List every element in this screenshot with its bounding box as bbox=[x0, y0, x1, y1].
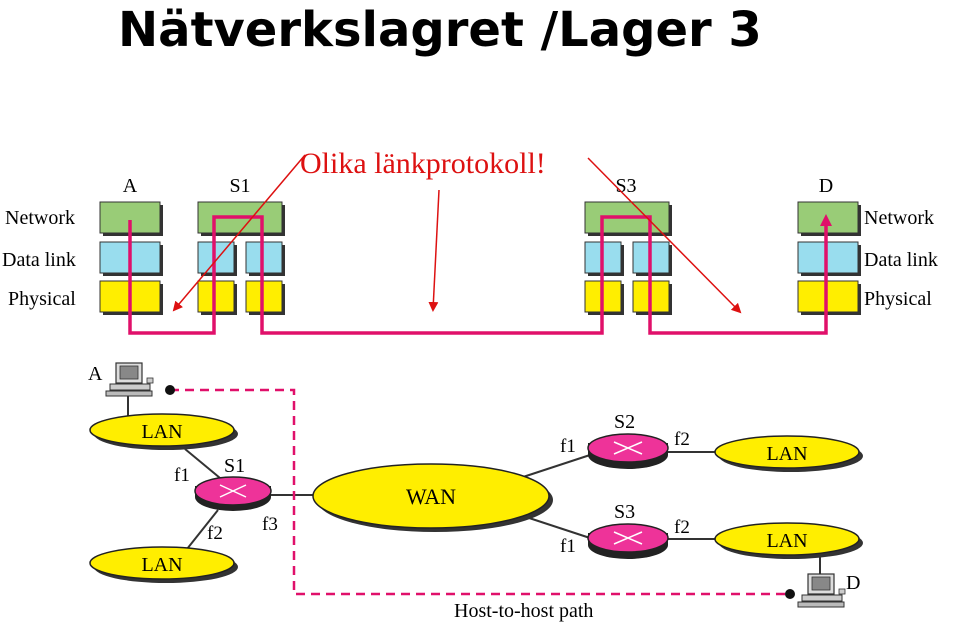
stack-d bbox=[797, 201, 861, 315]
lan-label: LAN bbox=[766, 530, 807, 552]
page-title: Nätverkslagret /Lager 3 bbox=[118, 2, 762, 58]
layer-label-datalink-left: Data link bbox=[2, 249, 76, 271]
router-label-s2: S2 bbox=[614, 411, 635, 433]
path-endpoint-d bbox=[785, 589, 795, 599]
port-label: f3 bbox=[262, 514, 278, 535]
datalink-layer-box bbox=[245, 241, 283, 274]
layer-label-physical-left: Physical bbox=[8, 288, 76, 310]
router-x-icon bbox=[613, 531, 643, 545]
stack-s3 bbox=[584, 201, 672, 315]
stack-label-d: D bbox=[819, 175, 833, 197]
router-x-icon bbox=[613, 441, 643, 455]
router-s3 bbox=[587, 523, 669, 559]
host-label-a: A bbox=[88, 363, 103, 385]
lan-bottom-left: LAN bbox=[89, 546, 238, 583]
computer-a-icon bbox=[105, 362, 154, 397]
lan-bottom-right: LAN bbox=[714, 522, 863, 559]
lan-top-right: LAN bbox=[714, 435, 863, 472]
network-layer-box bbox=[797, 201, 859, 234]
layer-label-network-left: Network bbox=[5, 207, 75, 229]
port-label: f1 bbox=[560, 536, 576, 557]
router-s1 bbox=[194, 476, 272, 511]
stack-s1 bbox=[197, 201, 285, 315]
wan-label: WAN bbox=[406, 484, 456, 509]
physical-layer-box bbox=[797, 280, 859, 313]
router-s2 bbox=[587, 433, 669, 469]
host-label-d: D bbox=[846, 572, 860, 594]
port-label: f2 bbox=[674, 429, 690, 450]
port-label: f2 bbox=[207, 523, 223, 544]
datalink-layer-box bbox=[197, 241, 235, 274]
stack-label-s3: S3 bbox=[615, 175, 636, 197]
layer-label-network-right: Network bbox=[864, 207, 934, 229]
router-label-s1: S1 bbox=[224, 455, 245, 477]
layer-label-datalink-right: Data link bbox=[864, 249, 938, 271]
annotation-arrow-middle bbox=[428, 189, 440, 312]
stack-a bbox=[99, 201, 163, 315]
port-label: f1 bbox=[174, 465, 190, 486]
host-to-host-path bbox=[170, 388, 790, 596]
annotation-arrow-left bbox=[172, 154, 306, 312]
lan-top-left: LAN bbox=[89, 413, 238, 450]
annotation-arrow-right bbox=[587, 157, 742, 314]
stack-data-path bbox=[128, 214, 832, 335]
wan-cloud: WAN bbox=[312, 463, 553, 532]
lan-label: LAN bbox=[766, 443, 807, 465]
stack-label-a: A bbox=[123, 175, 138, 197]
datalink-layer-box bbox=[797, 241, 859, 274]
lan-label: LAN bbox=[141, 554, 182, 576]
physical-layer-box bbox=[245, 280, 283, 313]
path-endpoint-a bbox=[165, 385, 175, 395]
stack-label-s1: S1 bbox=[229, 175, 250, 197]
router-label-s3: S3 bbox=[614, 501, 635, 523]
physical-layer-box bbox=[197, 280, 235, 313]
port-label: f2 bbox=[674, 517, 690, 538]
lan-label: LAN bbox=[141, 421, 182, 443]
computer-d-icon bbox=[797, 573, 846, 608]
annotation-text: Olika länkprotokoll! bbox=[300, 147, 546, 180]
router-x-icon bbox=[219, 484, 247, 498]
path-label: Host-to-host path bbox=[454, 600, 593, 622]
layer-label-physical-right: Physical bbox=[864, 288, 932, 310]
port-label: f1 bbox=[560, 436, 576, 457]
